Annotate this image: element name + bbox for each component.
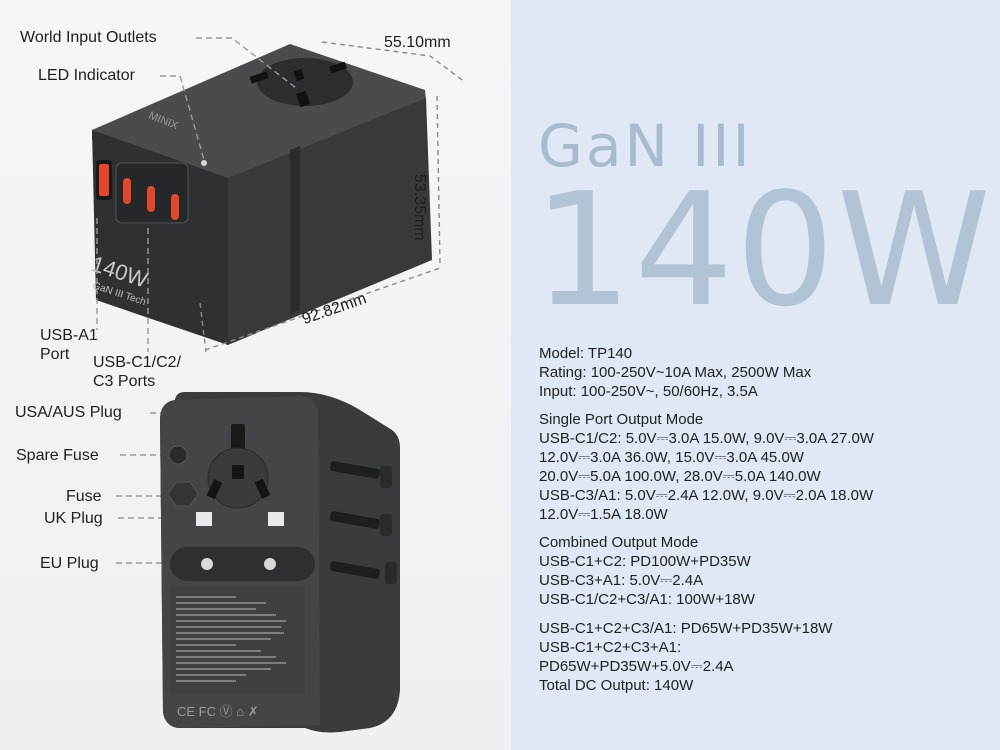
spec-line: 20.0V⎓5.0A 100.0W, 28.0V⎓5.0A 140.0W	[539, 468, 821, 485]
spec-line: USB-C1+C2: PD100W+PD35W	[539, 553, 751, 570]
usa-aus-plug-label: USA/AUS Plug	[15, 404, 122, 421]
world-input-outlets-label: World Input Outlets	[20, 29, 157, 46]
uk-plug-label: UK Plug	[44, 510, 103, 527]
dimension-width: 55.10mm	[384, 34, 451, 51]
usb-a1-label-line2: Port	[40, 346, 70, 363]
hero-wattage: 140W	[533, 159, 994, 341]
eu-plug-label: EU Plug	[40, 555, 99, 572]
spec-line: USB-C3+A1: 5.0V⎓2.4A	[539, 572, 704, 589]
led-indicator-label: LED Indicator	[38, 67, 135, 84]
charger-top-view: MINIX 140W GaN III Tech	[88, 44, 432, 345]
usb-c-ports-label-line2: C3 Ports	[93, 373, 156, 390]
spec-combined-heading: Combined Output Mode	[539, 534, 699, 551]
spec-input: Input: 100-250V~, 50/60Hz, 3.5A	[539, 383, 758, 400]
spec-line: USB-C1/C2+C3/A1: 100W+18W	[539, 591, 755, 608]
spec-line: USB-C3/A1: 5.0V⎓2.4A 12.0W, 9.0V⎓2.0A 18…	[539, 487, 874, 504]
spec-line: PD65W+PD35W+5.0V⎓2.4A	[539, 658, 734, 675]
spec-total-output: Total DC Output: 140W	[539, 677, 694, 694]
spec-line: USB-C1+C2+C3+A1:	[539, 639, 682, 656]
usb-c-ports-label-line1: USB-C1/C2/	[93, 354, 182, 371]
certification-marks-icon: CE FC Ⓥ ⌂ ✗	[177, 704, 259, 719]
spec-line: USB-C1+C2+C3/A1: PD65W+PD35W+18W	[539, 620, 833, 637]
dimension-height: 53.35mm	[411, 174, 428, 241]
spec-line: USB-C1/C2: 5.0V⎓3.0A 15.0W, 9.0V⎓3.0A 27…	[539, 430, 874, 447]
spec-line: 12.0V⎓3.0A 36.0W, 15.0V⎓3.0A 45.0W	[539, 449, 804, 466]
fuse-label: Fuse	[66, 488, 102, 505]
spec-panel	[511, 0, 1000, 750]
spec-model: Model: TP140	[539, 345, 633, 362]
hero-title: GaN III	[538, 112, 753, 180]
spec-rating: Rating: 100-250V~10A Max, 2500W Max	[539, 364, 812, 381]
spec-single-port-heading: Single Port Output Mode	[539, 411, 704, 428]
usb-a1-label-line1: USB-A1	[40, 327, 98, 344]
spec-line: 12.0V⎓1.5A 18.0W	[539, 506, 668, 523]
dimension-lines	[199, 41, 466, 353]
spare-fuse-label: Spare Fuse	[16, 447, 99, 464]
charger-bottom-view: CE FC Ⓥ ⌂ ✗	[160, 392, 400, 733]
